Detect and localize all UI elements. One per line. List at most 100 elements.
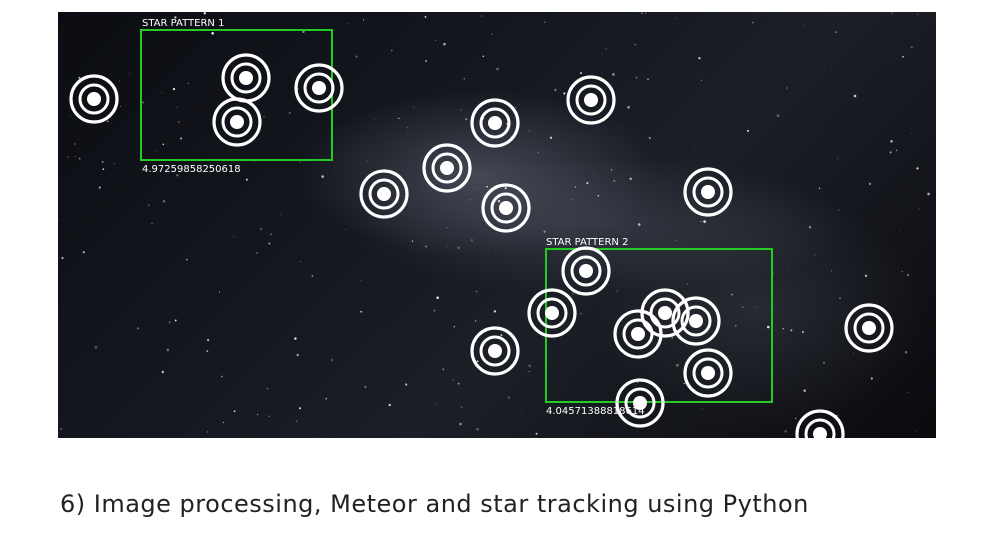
background-star bbox=[176, 106, 179, 109]
background-star bbox=[868, 182, 872, 186]
background-star bbox=[486, 185, 489, 188]
background-star bbox=[911, 133, 913, 135]
background-star bbox=[321, 175, 325, 178]
background-star bbox=[910, 46, 914, 49]
background-star bbox=[233, 410, 236, 413]
background-star bbox=[475, 290, 478, 293]
star-marker bbox=[683, 167, 733, 217]
background-star bbox=[597, 194, 600, 197]
background-star bbox=[497, 199, 501, 203]
star-marker bbox=[470, 326, 520, 376]
background-star bbox=[901, 270, 903, 273]
background-star bbox=[442, 368, 445, 371]
background-star bbox=[82, 251, 85, 254]
background-star bbox=[364, 385, 367, 389]
background-star bbox=[864, 274, 868, 277]
star-marker bbox=[566, 75, 616, 125]
background-star bbox=[613, 179, 616, 183]
background-star bbox=[629, 177, 632, 180]
background-star bbox=[746, 129, 750, 132]
background-star bbox=[544, 21, 546, 23]
background-star bbox=[162, 199, 166, 203]
background-star bbox=[172, 87, 176, 91]
background-star bbox=[683, 382, 685, 385]
background-star bbox=[221, 141, 222, 142]
background-star bbox=[803, 24, 805, 26]
background-star bbox=[203, 12, 207, 15]
background-star bbox=[641, 12, 643, 15]
background-star bbox=[147, 204, 150, 207]
background-star bbox=[890, 140, 893, 143]
star-field-image: STAR PATTERN 1 4.97259858250618 STAR PAT… bbox=[58, 12, 936, 438]
background-star bbox=[915, 430, 917, 432]
background-star bbox=[263, 116, 265, 118]
star-marker bbox=[683, 348, 733, 398]
background-star bbox=[766, 325, 770, 329]
background-star bbox=[206, 431, 209, 433]
background-star bbox=[125, 386, 127, 388]
background-star bbox=[637, 223, 641, 226]
background-star bbox=[528, 364, 531, 368]
background-star bbox=[839, 297, 841, 299]
background-star bbox=[751, 69, 753, 71]
background-star bbox=[457, 382, 460, 385]
background-star bbox=[218, 291, 221, 293]
background-star bbox=[433, 309, 436, 312]
background-star bbox=[151, 222, 153, 225]
background-star bbox=[436, 296, 440, 300]
background-star bbox=[270, 233, 273, 236]
background-star bbox=[300, 260, 302, 262]
background-star bbox=[162, 143, 165, 146]
background-star bbox=[787, 267, 788, 269]
background-star bbox=[177, 120, 180, 124]
background-star bbox=[360, 280, 362, 281]
figure-caption: 6) Image processing, Meteor and star tra… bbox=[60, 490, 809, 518]
star-marker bbox=[795, 409, 845, 438]
background-star bbox=[222, 421, 224, 423]
background-star bbox=[698, 57, 701, 60]
background-star bbox=[185, 258, 188, 261]
background-star bbox=[388, 403, 391, 407]
background-star bbox=[233, 236, 235, 238]
background-star bbox=[694, 147, 695, 149]
background-star bbox=[491, 33, 493, 35]
background-star bbox=[60, 427, 63, 430]
background-star bbox=[622, 411, 624, 413]
background-star bbox=[274, 332, 276, 334]
star-marker bbox=[615, 378, 665, 428]
background-star bbox=[515, 106, 517, 108]
background-star bbox=[535, 432, 538, 435]
background-star bbox=[756, 306, 758, 308]
star-marker bbox=[613, 309, 663, 359]
background-star bbox=[579, 312, 582, 315]
background-star bbox=[902, 55, 904, 58]
background-star bbox=[790, 329, 793, 332]
background-star bbox=[363, 19, 365, 21]
background-star bbox=[136, 327, 140, 330]
background-star bbox=[405, 383, 408, 386]
background-star bbox=[637, 381, 639, 383]
background-star bbox=[355, 55, 358, 58]
background-star bbox=[161, 92, 163, 94]
background-star bbox=[459, 422, 462, 426]
background-star bbox=[423, 242, 425, 244]
background-star bbox=[870, 377, 873, 380]
background-star bbox=[703, 220, 706, 223]
background-star bbox=[61, 256, 64, 260]
background-star bbox=[311, 275, 314, 277]
background-star bbox=[917, 13, 919, 15]
background-star bbox=[256, 251, 258, 254]
background-star bbox=[124, 58, 126, 60]
background-star bbox=[676, 239, 677, 241]
background-star bbox=[605, 48, 607, 50]
background-star bbox=[632, 14, 633, 16]
background-star bbox=[268, 415, 270, 417]
background-star bbox=[256, 413, 259, 416]
star-marker bbox=[844, 303, 894, 353]
background-star bbox=[648, 136, 651, 140]
background-star bbox=[803, 389, 806, 392]
star-markers bbox=[69, 53, 894, 438]
background-star bbox=[610, 169, 613, 171]
background-star bbox=[475, 320, 477, 322]
background-star bbox=[601, 54, 603, 55]
